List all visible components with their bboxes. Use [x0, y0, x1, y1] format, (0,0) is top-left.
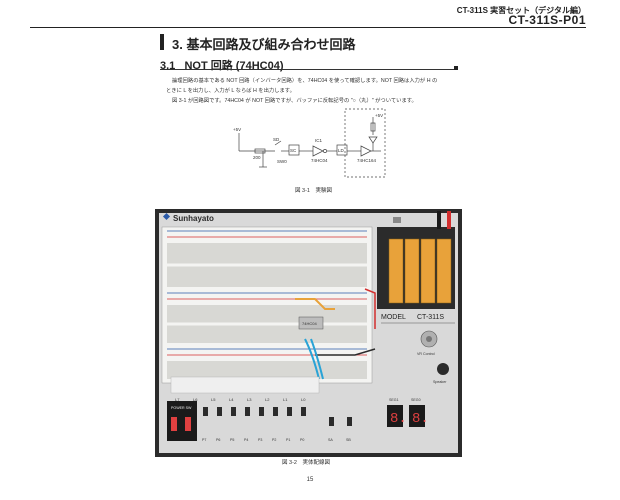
- switch-label-p3: P3: [258, 438, 262, 442]
- seg1-display: 8.: [390, 411, 407, 427]
- subsection-end-mark: [454, 66, 458, 70]
- header-series: CT-311S 実習セット（デジタル編）: [456, 6, 586, 15]
- led-label-l5: L5: [211, 397, 216, 402]
- seg1-label: SEG1: [389, 398, 399, 402]
- switch-label-sb: SB: [346, 438, 351, 442]
- header-model: CT-311S-P01: [508, 13, 586, 27]
- subsection-number: 3.1: [160, 60, 176, 72]
- paragraph-line-3: 図 3-1 が回路図です。74HC04 が NOT 回路ですが、バッファに反転記…: [172, 98, 417, 104]
- led-label-l6: L6: [193, 397, 198, 402]
- schematic-label-sc: SC: [290, 148, 297, 153]
- switch-label-p2: P2: [272, 438, 276, 442]
- page-number: 15: [306, 477, 314, 483]
- section-title: 3. 基本回路及び組み合わせ回路: [172, 34, 355, 53]
- paragraph-line-1: 論理回路の基本である NOT 回路（インバータ回路）を、74HC04 を使って確…: [172, 78, 438, 84]
- board-ic-label: 74HC04: [302, 321, 317, 326]
- subsection-rule: [160, 69, 454, 70]
- paragraph-line-2: ときに L を出力し、入力が L ならば H を出力します。: [166, 88, 295, 94]
- figure-2-caption: 図 3-2 実体配線図: [282, 460, 330, 466]
- switch-label-p5: P5: [230, 438, 234, 442]
- schematic-label-ic-part: 74HC04: [311, 158, 328, 163]
- switch-label-p7: P7: [202, 438, 206, 442]
- seg0-display: 8.: [412, 411, 429, 427]
- section-marker: [160, 34, 164, 50]
- schematic-label-sw0: SW0: [277, 159, 287, 164]
- led-label-l0: L0: [301, 397, 306, 402]
- subsection-title: 3.1 NOT 回路 (74HC04): [160, 57, 284, 73]
- board-model-name: CT-311S: [417, 314, 444, 321]
- board-photo: Sunhayato 74HC04 L7 L6 L5 L4 L3 L2 L1 L0…: [155, 209, 462, 457]
- led-label-l2: L2: [265, 397, 270, 402]
- vr-control-label: VR Control: [417, 352, 435, 356]
- switch-label-sa: SA: [328, 438, 333, 442]
- switch-label-p1: P1: [286, 438, 290, 442]
- switch-label-p0: P0: [300, 438, 304, 442]
- led-label-l7: L7: [175, 397, 180, 402]
- led-label-l4: L4: [229, 397, 234, 402]
- led-label-l3: L3: [247, 397, 252, 402]
- schematic-label-vcc: +5V: [233, 127, 241, 132]
- header-rule: [30, 27, 586, 28]
- led-label-l1: L1: [283, 397, 288, 402]
- power-switch-label: POWER SW: [171, 406, 192, 410]
- schematic-label-vcc2: +5V: [375, 113, 383, 118]
- circuit-schematic: +5V SD SW0 200 IC1 74HC04 SC LD 74HC164 …: [233, 108, 386, 178]
- schematic-label-driver: 74HC164: [357, 158, 377, 163]
- switch-label-p4: P4: [244, 438, 248, 442]
- switch-label-p6: P6: [216, 438, 220, 442]
- seg0-label: SEG0: [411, 398, 421, 402]
- schematic-label-sd: SD: [273, 137, 280, 142]
- board-model-label: MODEL: [381, 314, 406, 321]
- board-brand-logo: Sunhayato: [173, 214, 214, 223]
- figure-1-caption: 図 3-1 実験図: [295, 188, 332, 194]
- schematic-label-ld: LD: [338, 148, 345, 153]
- section-number: 3.: [172, 37, 183, 52]
- subsection-title-text: NOT 回路 (74HC04): [184, 60, 284, 72]
- schematic-label-r200: 200: [253, 155, 261, 160]
- schematic-label-ic1: IC1: [315, 138, 323, 143]
- section-title-text: 基本回路及び組み合わせ回路: [186, 37, 356, 52]
- speaker-label: Speaker: [433, 380, 447, 384]
